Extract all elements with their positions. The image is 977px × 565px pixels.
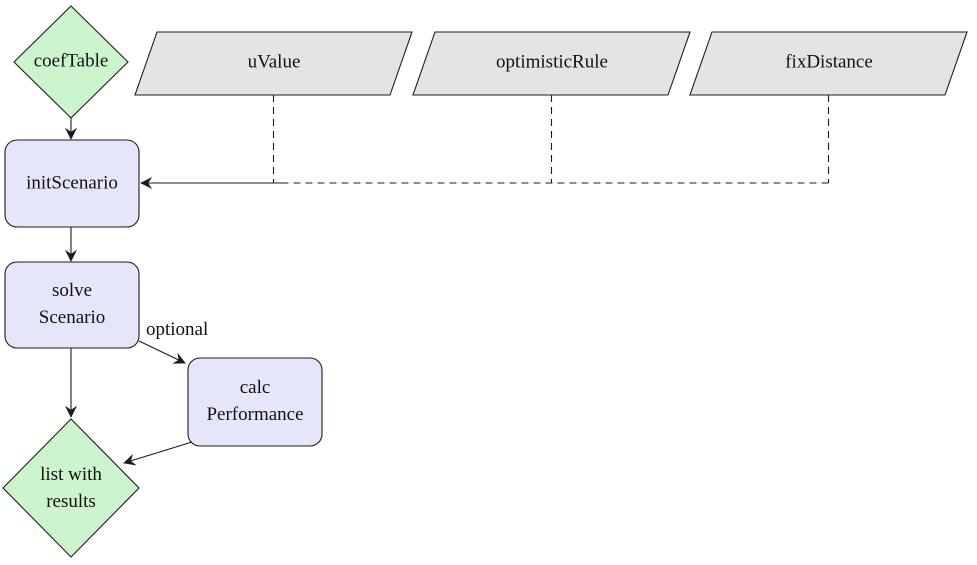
optimistic-rule-parallelogram (412, 31, 691, 96)
results-diamond (2, 418, 140, 558)
u-value-parallelogram (134, 31, 413, 96)
init-scenario-box (4, 139, 140, 228)
arrow-calcperformance-to-results (123, 441, 193, 466)
arrow-solvescenario-to-calcperformance (138, 340, 186, 364)
coef-table-diamond (13, 5, 129, 119)
fix-distance-parallelogram (689, 31, 968, 96)
calc-performance-box (187, 357, 323, 447)
solve-scenario-box (4, 261, 140, 349)
